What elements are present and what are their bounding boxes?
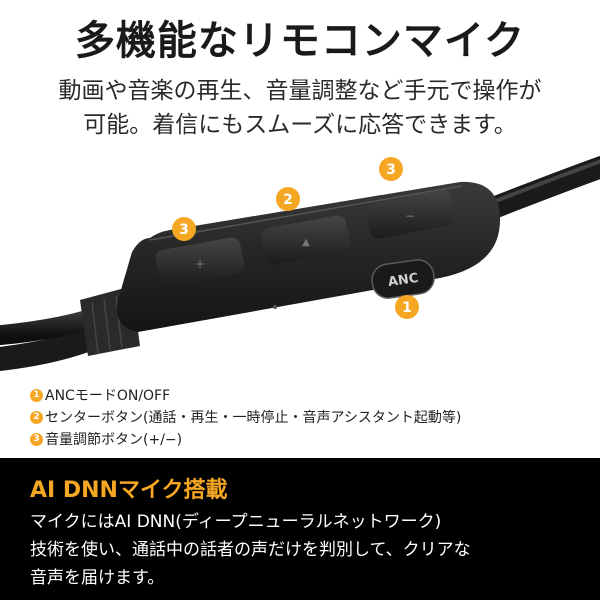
- mic-hole: [273, 305, 277, 309]
- subtitle-line: 動画や音楽の再生、音量調整など手元で操作が: [58, 78, 542, 104]
- legend-number: 3: [30, 432, 43, 446]
- badge-anc: 1: [395, 295, 419, 319]
- legend-number: 1: [30, 388, 43, 402]
- svg-text:3: 3: [386, 162, 396, 178]
- legend-text: センターボタン(通話・再生・一時停止・音声アシスタント起動等): [45, 410, 462, 426]
- center-symbol: ▲: [302, 237, 310, 248]
- cable-right: [477, 155, 600, 221]
- badge-center: 2: [276, 187, 300, 211]
- svg-text:3: 3: [179, 222, 189, 238]
- feature-line: 技術を使い、通話中の話者の声だけを判別して、クリアな: [30, 540, 471, 560]
- feature-line: 音声を届けます。: [30, 568, 165, 588]
- cable-right-highlight: [486, 159, 600, 206]
- legend-text: 音量調節ボタン(+/−): [45, 432, 183, 448]
- badge-volume-up: 3: [172, 217, 196, 241]
- legend-item: 2 センターボタン(通話・再生・一時停止・音声アシスタント起動等): [30, 406, 590, 428]
- page-title: 多機能なリモコンマイク: [74, 18, 526, 64]
- center-button[interactable]: ▲: [261, 215, 351, 265]
- subtitle-line: 可能。着信にもスムーズに応答できます。: [83, 112, 517, 138]
- legend-text: ANCモードON/OFF: [45, 388, 171, 404]
- button-legend: 1 ANCモードON/OFF 2 センターボタン(通話・再生・一時停止・音声アシ…: [30, 384, 590, 450]
- remote-illustration: + ▲ − ANC 3 2 3: [0, 155, 600, 371]
- badge-volume-down: 3: [379, 157, 403, 181]
- volume-down-symbol: −: [405, 209, 415, 223]
- feature-line: マイクにはAI DNN(ディープニューラルネットワーク): [30, 512, 442, 532]
- product-visual-section: 多機能なリモコンマイク 動画や音楽の再生、音量調整など手元で操作が 可能。着信に…: [0, 18, 600, 450]
- subtitle: 動画や音楽の再生、音量調整など手元で操作が 可能。着信にもスムーズに応答できます…: [0, 74, 600, 142]
- feature-description: マイクにはAI DNN(ディープニューラルネットワーク) 技術を使い、通話中の話…: [30, 508, 590, 592]
- legend-number: 2: [30, 410, 43, 424]
- legend-item: 1 ANCモードON/OFF: [30, 384, 590, 406]
- feature-panel: AI DNNマイク搭載 マイクにはAI DNN(ディープニューラルネットワーク)…: [0, 458, 600, 600]
- legend-item: 3 音量調節ボタン(+/−): [30, 428, 590, 450]
- volume-up-symbol: +: [195, 257, 205, 271]
- svg-text:1: 1: [402, 300, 412, 316]
- volume-up-button[interactable]: +: [155, 237, 245, 287]
- feature-heading: AI DNNマイク搭載: [30, 478, 228, 503]
- svg-text:2: 2: [283, 192, 293, 208]
- volume-down-button[interactable]: −: [365, 189, 455, 239]
- anc-label: ANC: [387, 271, 419, 290]
